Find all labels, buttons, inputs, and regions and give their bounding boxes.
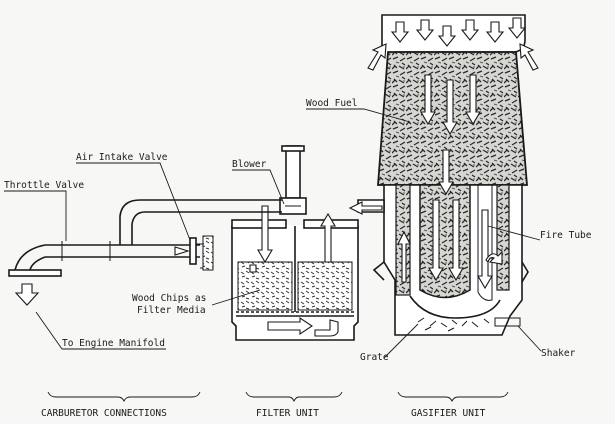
- manifold-flange: [8, 269, 62, 277]
- piping: [8, 199, 385, 306]
- filter-media-right: [297, 261, 353, 311]
- label-fire-tube: Fire Tube: [540, 230, 592, 241]
- labels: Throttle Valve Air Intake Valve Blower W…: [4, 98, 592, 363]
- filter-media-left: [237, 261, 293, 311]
- gas-out-arrow: [348, 201, 383, 215]
- section-carburetor: CARBURETOR CONNECTIONS: [41, 408, 167, 419]
- label-shaker: Shaker: [541, 348, 576, 359]
- blower-stack: [285, 145, 301, 199]
- section-gasifier: GASIFIER UNIT: [411, 408, 486, 419]
- manifold-arrow: [14, 283, 40, 306]
- label-wood-chips-1: Wood Chips as: [132, 293, 206, 304]
- fire-tube: [419, 184, 471, 299]
- section-labels: CARBURETOR CONNECTIONS FILTER UNIT GASIF…: [41, 391, 509, 419]
- gasifier-unit: [367, 14, 539, 336]
- label-air-intake-valve: Air Intake Valve: [76, 152, 168, 163]
- section-filter: FILTER UNIT: [256, 408, 319, 419]
- filter-flow-arrows: [249, 205, 339, 337]
- shaker-rod: [494, 317, 521, 327]
- label-wood-fuel: Wood Fuel: [306, 98, 357, 109]
- top-air-arrows: [367, 17, 539, 71]
- air-intake-valve: [189, 237, 197, 265]
- label-grate: Grate: [360, 352, 389, 363]
- firetube-flow-arrows: [397, 199, 503, 290]
- label-to-engine-manifold: To Engine Manifold: [62, 338, 165, 349]
- grate-debris: [417, 317, 490, 332]
- label-wood-chips-2: Filter Media: [137, 305, 206, 316]
- filter-unit: [231, 145, 359, 341]
- label-blower: Blower: [232, 159, 267, 170]
- hopper-flow-arrows: [420, 74, 481, 196]
- label-throttle-valve: Throttle Valve: [4, 180, 84, 191]
